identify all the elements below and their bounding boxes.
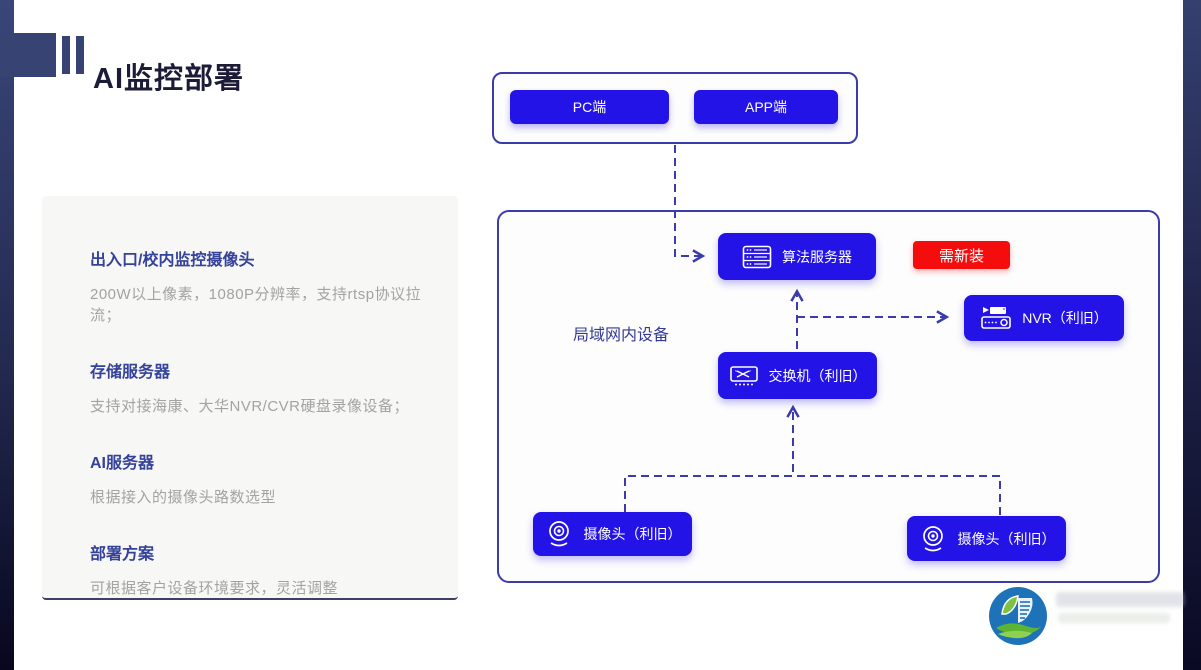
- node-label: 交换机（利旧）: [768, 367, 867, 384]
- title-accent-bar: [62, 36, 70, 74]
- lan-devices-label: 局域网内设备: [573, 327, 670, 344]
- info-item: 出入口/校内监控摄像头 200W以上像素，1080P分辨率，支持rtsp协议拉流…: [90, 246, 428, 325]
- server-icon: [742, 245, 772, 268]
- info-body: 可根据客户设备环境要求，灵活调整: [90, 580, 339, 597]
- page-title: AI监控部署: [93, 63, 245, 96]
- right-frame-strip: [1183, 0, 1201, 670]
- info-heading: 部署方案: [90, 546, 155, 563]
- client-terminals-box: PC端 APP端: [492, 72, 858, 144]
- app-terminal-button[interactable]: APP端: [694, 90, 838, 124]
- webcam-icon: [922, 525, 943, 551]
- company-logo: [989, 587, 1047, 645]
- watermark-text-blur: [1058, 613, 1170, 623]
- new-install-badge: 需新装: [913, 241, 1010, 269]
- info-body: 根据接入的摄像头路数选型: [90, 489, 277, 506]
- node-label: 算法服务器: [782, 248, 852, 265]
- info-heading: 出入口/校内监控摄像头: [90, 252, 255, 269]
- info-item: 存储服务器 支持对接海康、大华NVR/CVR硬盘录像设备；: [90, 358, 428, 416]
- watermark-text-blur: [1056, 592, 1184, 607]
- info-heading: AI服务器: [90, 455, 155, 472]
- info-item: 部署方案 可根据客户设备环境要求，灵活调整: [90, 540, 428, 598]
- title-accent-bar: [76, 36, 84, 74]
- info-body: 200W以上像素，1080P分辨率，支持rtsp协议拉流；: [90, 286, 422, 324]
- camcorder-icon: [981, 307, 1012, 329]
- node-label: NVR（利旧）: [1022, 310, 1108, 326]
- algorithm-server-node[interactable]: 算法服务器: [718, 233, 876, 280]
- camera-left-node[interactable]: 摄像头（利旧）: [533, 512, 692, 556]
- info-item: AI服务器 根据接入的摄像头路数选型: [90, 449, 428, 507]
- info-heading: 存储服务器: [90, 364, 171, 381]
- switch-node[interactable]: 交换机（利旧）: [718, 352, 877, 399]
- info-body: 支持对接海康、大华NVR/CVR硬盘录像设备；: [90, 398, 410, 415]
- node-label: 摄像头（利旧）: [583, 526, 682, 542]
- nvr-node[interactable]: NVR（利旧）: [964, 295, 1124, 341]
- pc-terminal-button[interactable]: PC端: [510, 90, 669, 124]
- info-panel: 出入口/校内监控摄像头 200W以上像素，1080P分辨率，支持rtsp协议拉流…: [42, 196, 458, 600]
- node-label: 摄像头（利旧）: [957, 530, 1056, 547]
- title-tab-decoration: [0, 33, 56, 77]
- switch-icon: [729, 365, 758, 385]
- camera-right-node[interactable]: 摄像头（利旧）: [907, 516, 1066, 561]
- left-frame-strip: [0, 0, 14, 670]
- webcam-icon: [548, 521, 569, 547]
